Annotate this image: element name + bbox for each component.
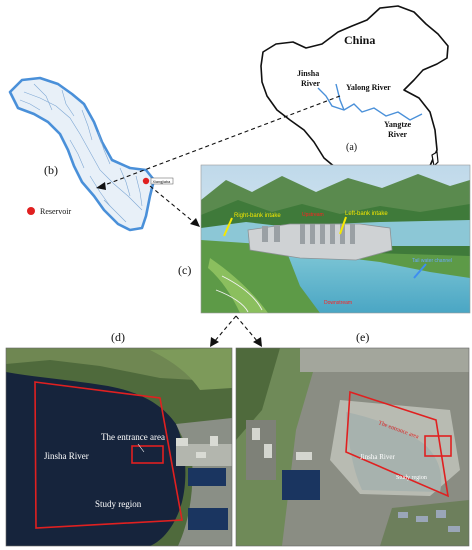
entrance-area-pointer-d — [137, 443, 145, 453]
connector-b-to-c — [149, 185, 197, 225]
jinsha-river-label-e: Jinsha River — [360, 453, 395, 461]
dam-upstream-label: Upstream — [302, 212, 324, 218]
connector-a-to-b — [101, 95, 341, 187]
panel-label-b: (b) — [44, 163, 58, 177]
basin-river-network — [19, 83, 143, 223]
dam-illustration — [200, 164, 471, 314]
yangtze-label-line1: Yangtze — [384, 120, 412, 129]
satellite-image-d — [5, 347, 233, 547]
jinsha-yangtze-river-line — [317, 87, 423, 121]
dam-downstream-label: Downstream — [324, 300, 352, 306]
yalong-river-line — [335, 83, 345, 111]
panel-c-frame — [200, 164, 471, 314]
basin-outline — [8, 76, 156, 232]
legend-reservoir-label: Reservoir — [40, 207, 71, 216]
panel-label-d: (d) — [111, 330, 125, 344]
study-region-e — [345, 390, 450, 498]
connector-b-to-c-arrowhead — [190, 218, 200, 227]
yangtze-label-line2: River — [388, 130, 408, 139]
panel-label-c: (c) — [178, 263, 191, 277]
panel-d-frame — [5, 347, 233, 547]
location-tag: Xiangjiaba — [153, 180, 172, 184]
connector-c-to-e-arrowhead — [253, 337, 262, 347]
china-title: China — [344, 33, 375, 47]
panel-e-frame — [235, 347, 470, 547]
legend-reservoir-dot — [27, 207, 35, 215]
connector-a-to-b-arrowhead — [96, 182, 106, 190]
connector-c-to-d-arrowhead — [210, 337, 219, 347]
reservoir-marker — [142, 177, 150, 185]
study-region-label-d: Study region — [95, 499, 142, 509]
entrance-area-label-d: The entrance area — [101, 432, 165, 442]
jinsha-label-line1: Jinsha — [297, 69, 319, 78]
yalong-label: Yalong River — [346, 83, 391, 92]
dam-outlet-label: Tail water channel — [412, 258, 452, 264]
satellite-image-e — [235, 347, 470, 547]
jinsha-river-label-d: Jinsha River — [44, 451, 89, 461]
study-region-label-e: Study region — [396, 475, 427, 481]
left-intake-pointer — [223, 217, 233, 237]
taiwan-island — [431, 150, 439, 168]
right-intake-pointer — [339, 216, 347, 235]
dam-right-intake-label: Left-bank intake — [345, 211, 388, 217]
connector-c-to-d — [213, 315, 237, 343]
basin-map — [8, 76, 174, 232]
panel-label-a: (a) — [346, 142, 357, 153]
study-region-d — [34, 381, 183, 529]
connector-c-to-e — [235, 315, 259, 343]
outlet-pointer — [413, 263, 427, 279]
entrance-area-box-e — [424, 435, 452, 457]
location-tag-box — [150, 177, 174, 185]
panel-label-e: (e) — [356, 330, 369, 344]
dam-left-intake-label: Right-bank intake — [234, 213, 281, 219]
jinsha-label-line2: River — [301, 79, 321, 88]
entrance-area-box-d — [131, 445, 164, 464]
china-outline — [260, 5, 449, 189]
